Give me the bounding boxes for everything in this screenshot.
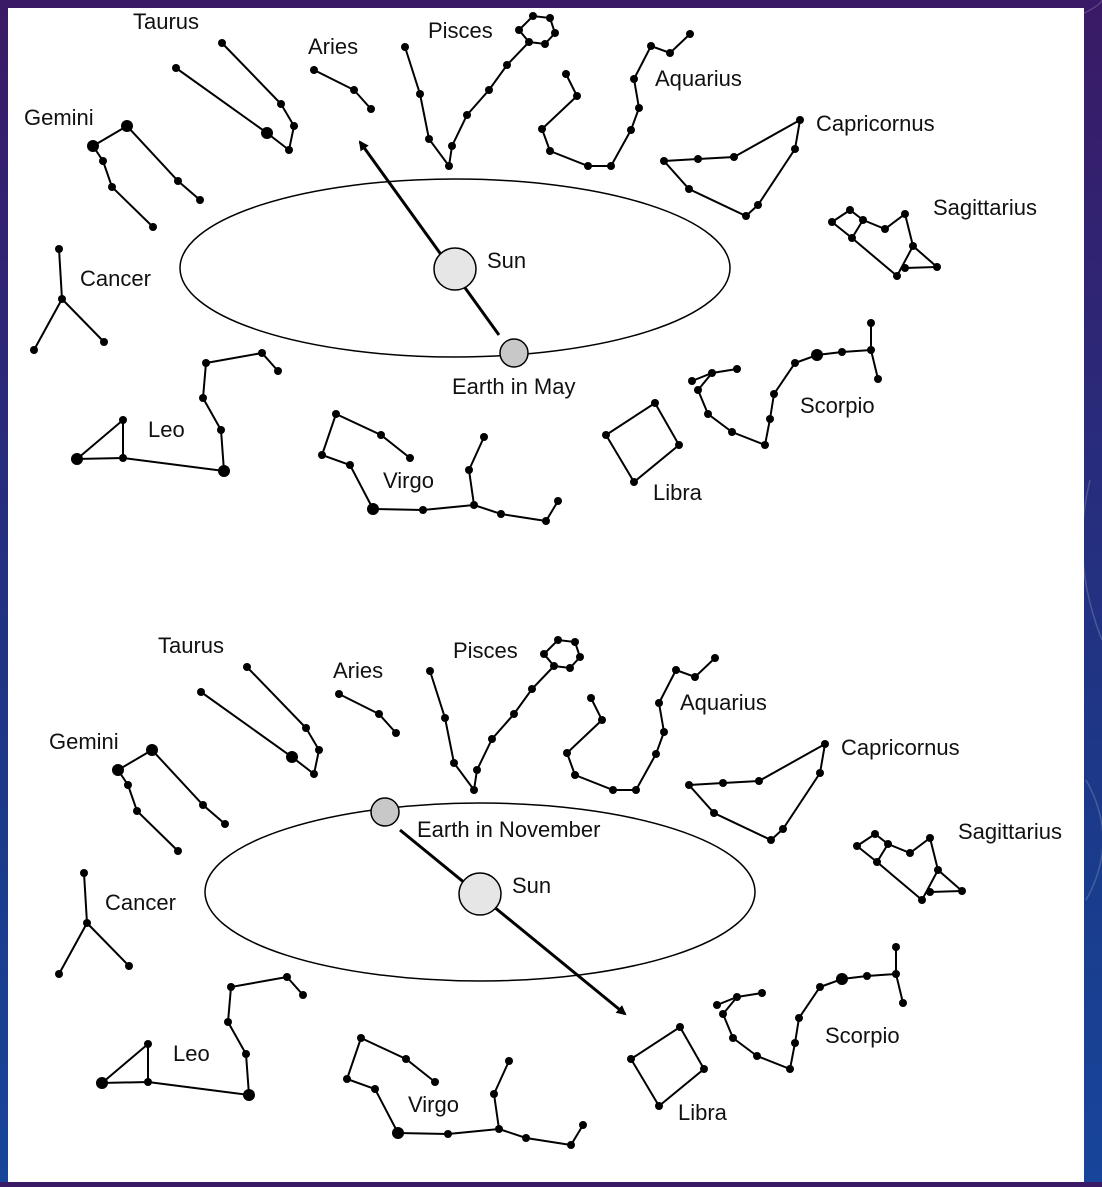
label-capricornus: Capricornus	[841, 735, 960, 760]
label-pisces: Pisces	[453, 638, 518, 663]
label-virgo: Virgo	[383, 468, 434, 493]
label-aquarius: Aquarius	[655, 66, 742, 91]
bottom-diagram: Sun Earth in November Taurus Aries	[49, 633, 1062, 1149]
constellation-aquarius: Aquarius	[538, 30, 742, 170]
constellation-pisces: Pisces	[426, 636, 584, 794]
constellation-cancer: Cancer	[55, 869, 176, 978]
earth-label: Earth in May	[452, 374, 576, 399]
sun-label: Sun	[487, 248, 526, 273]
label-scorpio: Scorpio	[800, 393, 875, 418]
constellation-taurus: Taurus	[158, 633, 323, 778]
constellation-capricornus: Capricornus	[660, 111, 935, 220]
label-pisces: Pisces	[428, 18, 493, 43]
constellation-virgo: Virgo	[343, 1034, 587, 1149]
label-aries: Aries	[333, 658, 383, 683]
constellation-taurus: Taurus	[133, 9, 298, 154]
constellation-aries: Aries	[333, 658, 400, 737]
line-of-sight-arrow	[399, 828, 627, 1016]
earth-orbit	[204, 802, 756, 982]
constellation-cancer: Cancer	[30, 245, 151, 354]
diagram-panel: Sun Earth in May Taurus Aries	[8, 8, 1084, 1182]
label-scorpio: Scorpio	[825, 1023, 900, 1048]
label-cancer: Cancer	[80, 266, 151, 291]
top-diagram: Sun Earth in May Taurus Aries	[24, 9, 1037, 525]
label-gemini: Gemini	[49, 729, 119, 754]
label-libra: Libra	[678, 1100, 728, 1125]
constellation-libra: Libra	[602, 399, 703, 505]
constellation-sagittarius: Sagittarius	[853, 819, 1062, 904]
label-taurus: Taurus	[158, 633, 224, 658]
sun	[433, 247, 477, 291]
label-sagittarius: Sagittarius	[933, 195, 1037, 220]
earth	[499, 338, 529, 368]
constellation-virgo: Virgo	[318, 410, 562, 525]
constellation-gemini: Gemini	[24, 105, 204, 231]
earth-orbit	[179, 178, 731, 358]
label-capricornus: Capricornus	[816, 111, 935, 136]
label-leo: Leo	[173, 1041, 210, 1066]
label-sagittarius: Sagittarius	[958, 819, 1062, 844]
constellation-gemini: Gemini	[49, 729, 229, 855]
constellation-leo: Leo	[96, 973, 307, 1101]
constellation-aquarius: Aquarius	[563, 654, 767, 794]
constellation-pisces: Pisces	[401, 12, 559, 170]
constellation-leo: Leo	[71, 349, 282, 477]
label-gemini: Gemini	[24, 105, 94, 130]
sun	[458, 872, 502, 916]
constellation-aries: Aries	[308, 34, 375, 113]
zodiac-diagram: Sun Earth in May Taurus Aries	[24, 9, 1062, 1149]
constellation-scorpio: Scorpio	[713, 943, 907, 1073]
line-of-sight-arrow	[358, 140, 501, 336]
earth-label: Earth in November	[417, 817, 600, 842]
constellation-scorpio: Scorpio	[688, 319, 882, 449]
sun-label: Sun	[512, 873, 551, 898]
label-virgo: Virgo	[408, 1092, 459, 1117]
label-aquarius: Aquarius	[680, 690, 767, 715]
label-leo: Leo	[148, 417, 185, 442]
label-libra: Libra	[653, 480, 703, 505]
label-aries: Aries	[308, 34, 358, 59]
constellation-capricornus: Capricornus	[685, 735, 960, 844]
constellation-libra: Libra	[627, 1023, 728, 1125]
constellation-sagittarius: Sagittarius	[828, 195, 1037, 280]
label-cancer: Cancer	[105, 890, 176, 915]
earth	[370, 797, 400, 827]
label-taurus: Taurus	[133, 9, 199, 34]
